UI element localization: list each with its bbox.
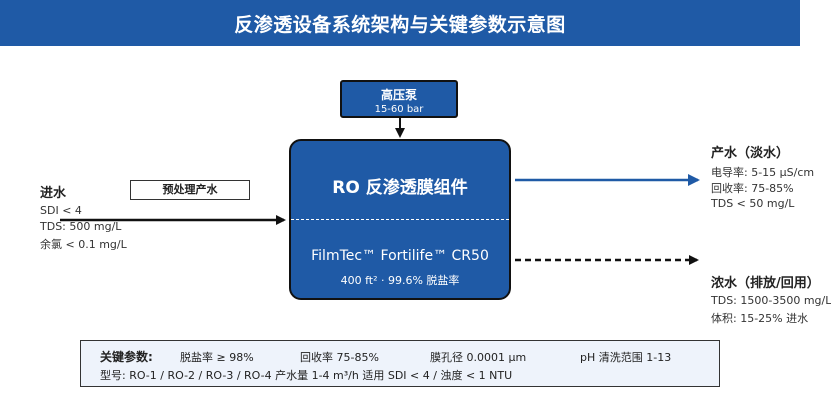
concentrate-line: 体积: 15-25% 进水 [711,312,809,325]
ro-module-divider [291,219,509,220]
inlet-title: 进水 [40,186,67,201]
param-item: 脱盐率 ≥ 98% [180,351,254,364]
product-line: 回收率: 75-85% [711,182,794,195]
flow-lines [60,118,700,265]
page-title: 反渗透设备系统架构与关键参数示意图 [0,0,800,46]
concentrate-line: TDS: 1500-3500 mg/L [711,294,831,307]
ro-module-title: RO 反渗透膜组件 [332,178,468,198]
product-title: 产水（淡水） [711,146,790,161]
inlet-line: SDI < 4 [40,204,82,217]
key-params-box: 关键参数: 脱盐率 ≥ 98% 回收率 75-85% 膜孔径 0.0001 μm… [80,340,720,387]
ro-module: RO 反渗透膜组件 FilmTec™ Fortilife™ CR50 400 f… [289,139,511,300]
pretreatment-label: 预处理产水 [130,180,250,200]
ro-module-model: FilmTec™ Fortilife™ CR50 [311,248,489,264]
pump-pressure: 15-60 bar [374,104,424,115]
high-pressure-pump: 高压泵 15-60 bar [340,80,458,118]
product-line: TDS < 50 mg/L [711,197,795,210]
inlet-line: 余氯 < 0.1 mg/L [40,238,127,251]
inlet-line: TDS: 500 mg/L [40,220,122,233]
product-line: 电导率: 5-15 μS/cm [711,166,815,179]
ro-module-spec: 400 ft² · 99.6% 脱盐率 [340,274,460,287]
pump-title: 高压泵 [380,88,417,102]
param-item: pH 清洗范围 1-13 [580,351,672,364]
params-heading: 关键参数: [100,350,153,364]
param-item: 回收率 75-85% [300,351,379,364]
param-item: 膜孔径 0.0001 μm [430,351,527,364]
concentrate-title: 浓水（排放/回用） [711,276,820,291]
params-models: 型号: RO-1 / RO-2 / RO-3 / RO-4 产水量 1-4 m³… [100,369,513,382]
